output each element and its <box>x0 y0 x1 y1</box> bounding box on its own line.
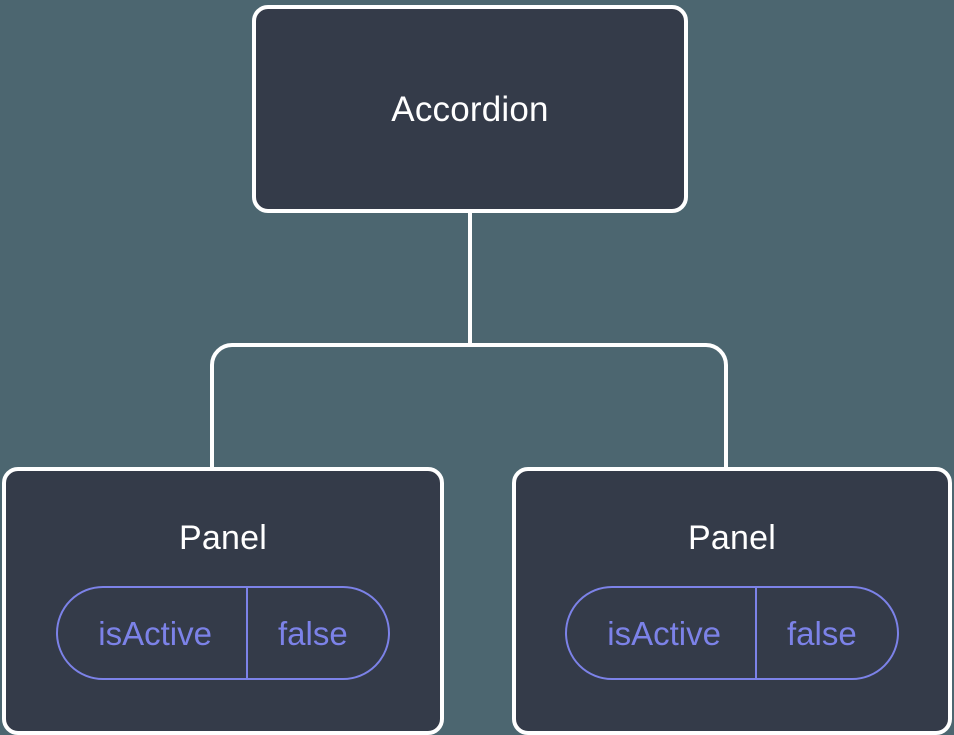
prop-key-label: isActive <box>98 614 212 652</box>
prop-value-label: false <box>754 588 897 678</box>
prop-badge-isactive-left[interactable]: isActive false <box>56 586 390 680</box>
prop-key-label: isActive <box>607 614 721 652</box>
node-accordion-label: Accordion <box>391 89 549 129</box>
node-panel-right-label: Panel <box>688 519 776 557</box>
node-panel-left[interactable]: Panel isActive false <box>2 467 444 735</box>
edge-to-right-panel <box>470 343 728 467</box>
node-panel-left-label: Panel <box>179 519 267 557</box>
node-accordion[interactable]: Accordion <box>252 5 688 213</box>
prop-badge-isactive-right[interactable]: isActive false <box>565 586 899 680</box>
node-panel-right[interactable]: Panel isActive false <box>512 467 952 735</box>
edge-to-left-panel <box>210 343 470 467</box>
prop-value-label: false <box>245 588 388 678</box>
